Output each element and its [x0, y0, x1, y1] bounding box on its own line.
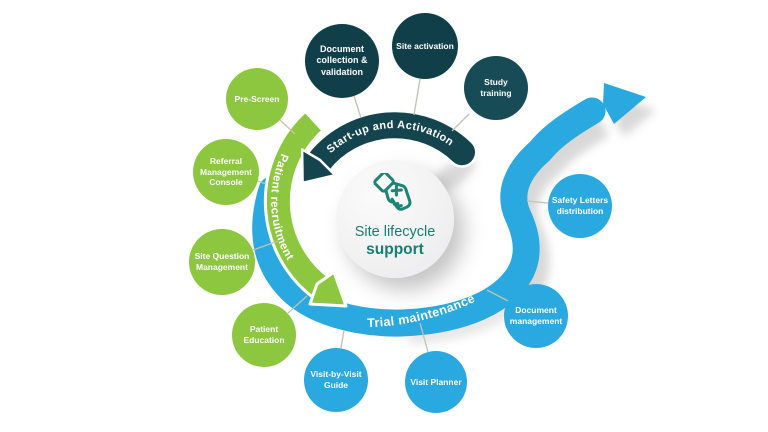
bubble-label: Visit-by-Visit Guide — [310, 369, 362, 390]
bubble-label: Safety Letters distribution — [551, 195, 609, 216]
bubble-safety-letters-distribution: Safety Letters distribution — [548, 174, 612, 238]
bubble-label: Site activation — [396, 40, 454, 51]
swoosh-arrowhead — [603, 83, 646, 124]
recruitment-arrowhead — [308, 270, 348, 308]
bubble-document-collection-validation: Document collection & validation — [305, 24, 379, 98]
bubble-study-training: Study training — [464, 56, 528, 120]
bubble-pre-screen: Pre-Screen — [226, 68, 288, 130]
startup-arrowhead — [300, 148, 337, 185]
center-title-line2: support — [366, 241, 424, 258]
connector-lines — [252, 78, 549, 353]
bubble-label: Referral Management Console — [200, 156, 252, 188]
bubble-label: Study training — [480, 77, 512, 98]
bubble-label: Site Question Management — [194, 251, 250, 272]
bubble-referral-management-console: Referral Management Console — [193, 139, 259, 205]
bubble-site-question-management: Site Question Management — [189, 229, 255, 295]
arc-startup-activation: Start-up and Activation — [300, 109, 478, 185]
bubble-label: Document management — [509, 305, 563, 326]
bubble-label: Pre-Screen — [234, 93, 280, 104]
bubble-visit-planner: Visit Planner — [405, 351, 467, 413]
bubble-document-management: Document management — [504, 284, 568, 348]
bubble-label: Visit Planner — [410, 376, 462, 387]
arc-patient-recruitment: Patient recruitment — [263, 111, 348, 308]
bubble-label: Document collection & validation — [316, 44, 368, 77]
handshake-icon — [373, 173, 412, 211]
center-circle: Site lifecycle support — [336, 160, 454, 278]
bubble-visit-by-visit-guide: Visit-by-Visit Guide — [304, 348, 368, 412]
bubble-label: Patient Education — [243, 324, 285, 345]
bubble-patient-education: Patient Education — [232, 303, 296, 367]
bubble-site-activation: Site activation — [392, 13, 458, 79]
center-title-line1: Site lifecycle — [354, 224, 436, 240]
